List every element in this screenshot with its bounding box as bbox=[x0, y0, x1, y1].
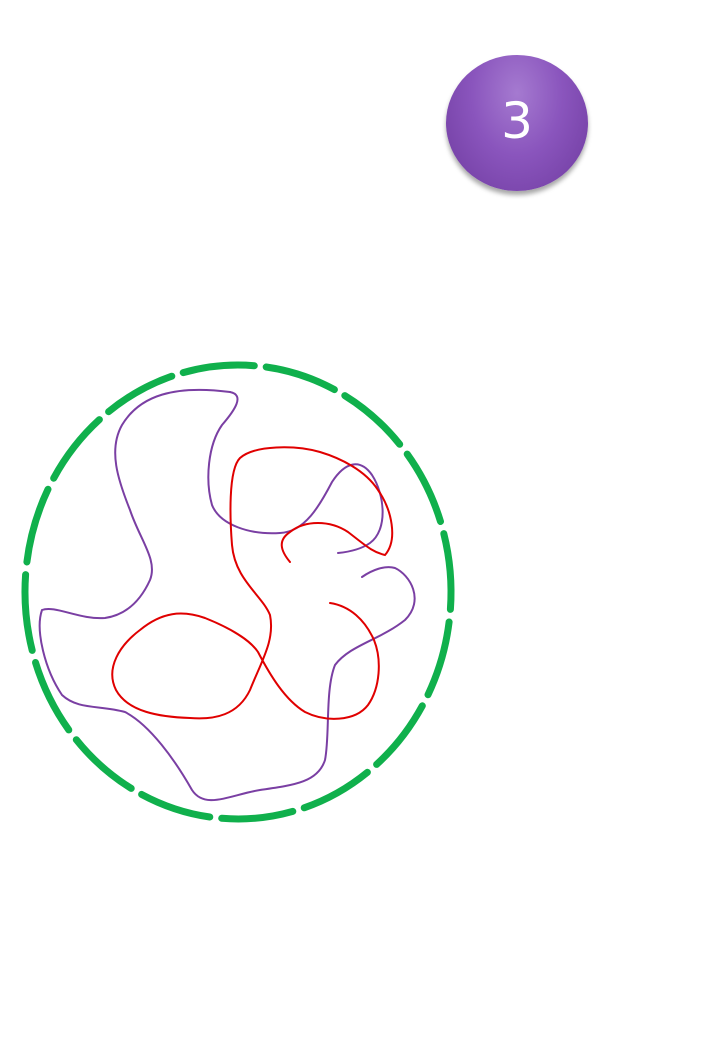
membrane-segment bbox=[138, 790, 214, 821]
red-strand bbox=[111, 446, 394, 720]
purple-strand-loop bbox=[207, 391, 384, 554]
membrane-segment bbox=[50, 416, 103, 482]
membrane-segment bbox=[72, 736, 135, 792]
step-number-badge: 3 bbox=[446, 55, 588, 191]
step-number: 3 bbox=[501, 92, 533, 150]
purple-strand bbox=[38, 388, 416, 802]
membrane-segment bbox=[341, 392, 404, 448]
membrane-segment bbox=[32, 659, 73, 734]
membrane-segment bbox=[218, 807, 297, 823]
membrane-segment bbox=[21, 571, 36, 654]
membrane-segment bbox=[403, 450, 444, 525]
membrane-segment bbox=[373, 702, 426, 768]
membrane-segment bbox=[424, 618, 453, 699]
membrane-segment bbox=[262, 363, 338, 394]
membrane-segment bbox=[23, 485, 52, 566]
membrane-segment bbox=[105, 372, 176, 416]
membrane-segment bbox=[300, 768, 371, 812]
membrane-segment bbox=[440, 530, 455, 613]
membrane-segment bbox=[179, 361, 258, 377]
dashed-membrane-circle bbox=[21, 361, 455, 823]
